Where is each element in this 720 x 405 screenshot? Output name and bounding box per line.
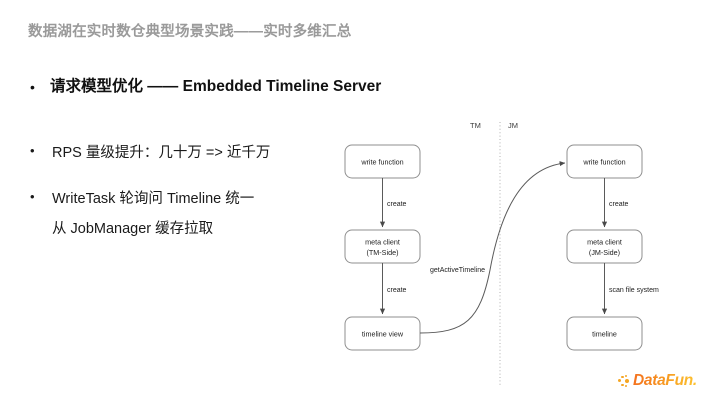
node-label: write function <box>582 158 625 167</box>
bullet-line: 从 JobManager 缓存拉取 <box>52 221 214 237</box>
node-meta-client-tm[interactable] <box>344 229 421 264</box>
bullet-text: WriteTask 轮询问 Timeline 统一 从 JobManager 缓… <box>52 184 254 244</box>
node-label: timeline <box>592 330 617 339</box>
bullet-text: RPS 量级提升：几十万 => 近千万 <box>52 138 270 168</box>
lane-label-jm: JM <box>508 121 518 130</box>
edge-label: create <box>609 201 629 208</box>
lane-label-tm: TM <box>470 121 481 130</box>
section-heading-text: 请求模型优化 —— Embedded Timeline Server <box>50 78 382 95</box>
edge-label: create <box>387 287 407 294</box>
bullet-line: WriteTask 轮询问 Timeline 统一 <box>52 191 255 207</box>
bullet-marker: • <box>30 189 35 204</box>
node-label: write function <box>360 158 403 167</box>
datafun-logo: DataFun. <box>618 370 697 392</box>
list-item: • RPS 量级提升：几十万 => 近千万 <box>30 138 340 168</box>
edge-label: create <box>387 201 407 208</box>
section-heading: • 请求模型优化 —— Embedded Timeline Server <box>30 76 381 98</box>
edge-get-active-timeline <box>419 161 566 334</box>
node-label: (JM-Side) <box>589 248 620 257</box>
list-item: • WriteTask 轮询问 Timeline 统一 从 JobManager… <box>30 184 340 244</box>
heading-bullet-marker: • <box>30 79 35 95</box>
node-label: (TM-Side) <box>367 248 399 257</box>
node-meta-client-jm[interactable] <box>566 229 643 264</box>
node-timeline-jm[interactable] <box>566 316 643 351</box>
bullet-list: • RPS 量级提升：几十万 => 近千万 • WriteTask 轮询问 Ti… <box>30 138 340 260</box>
edge-label: getActiveTimeline <box>430 267 485 274</box>
logo-text: DataFun. <box>633 372 697 389</box>
edge-label: scan file system <box>609 287 659 294</box>
bullet-line: RPS 量级提升：几十万 => 近千万 <box>52 145 271 161</box>
flow-diagram: TM JM write function create meta client … <box>330 110 710 390</box>
node-label: timeline view <box>362 330 404 339</box>
sun-burst-icon <box>618 374 632 388</box>
bullet-marker: • <box>30 143 35 158</box>
page-title: 数据湖在实时数仓典型场景实践——实时多维汇总 <box>28 24 352 40</box>
node-label: meta client <box>365 238 400 247</box>
node-label: meta client <box>587 238 622 247</box>
